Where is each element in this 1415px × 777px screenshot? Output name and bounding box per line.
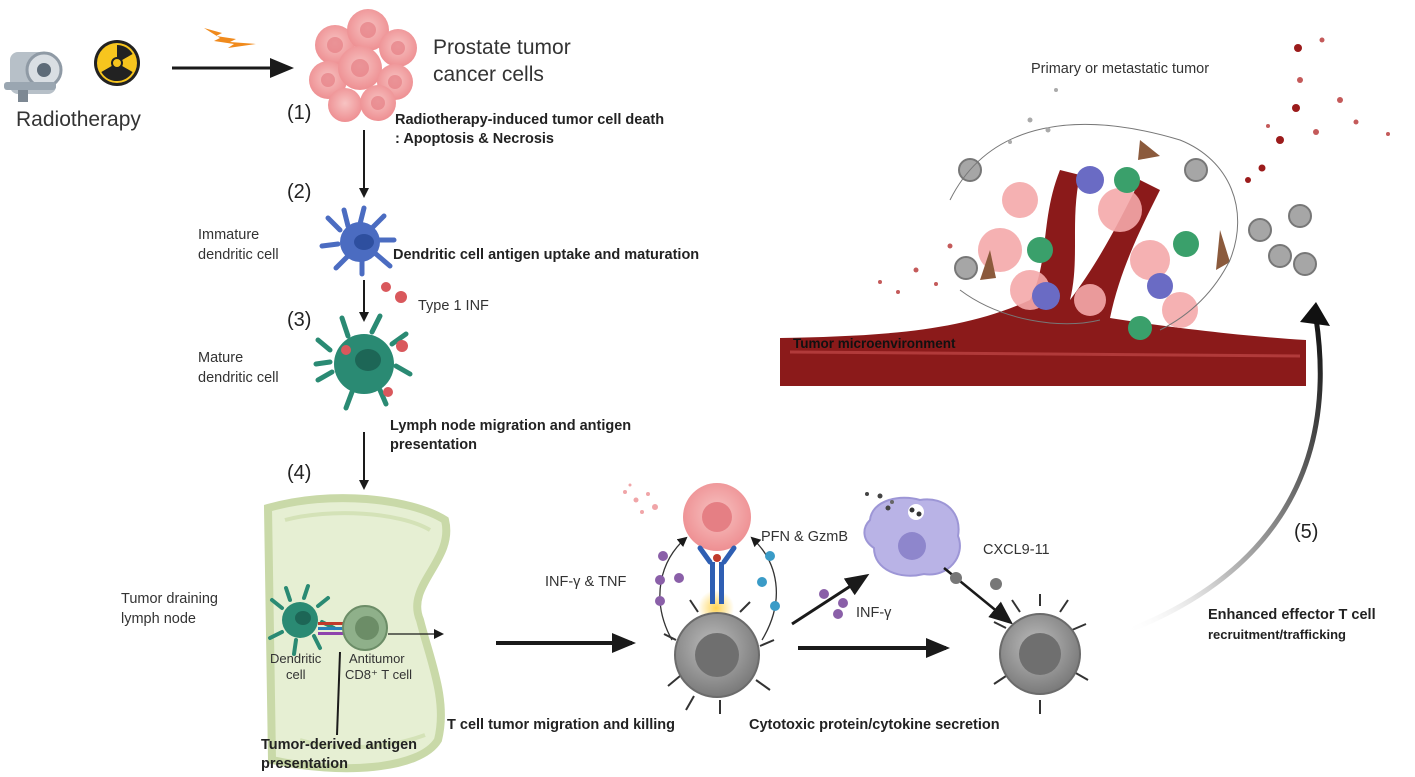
mature-dc-line2: dendritic cell	[198, 370, 279, 386]
immature-dendritic-cell	[319, 205, 397, 277]
arrow-to-macrophage	[791, 573, 870, 626]
tme-tumor-cells	[978, 182, 1198, 328]
prostate-tumor-cells	[309, 9, 417, 122]
lymph-cd8-t-cell	[342, 605, 388, 651]
enhanced-label-line1: Enhanced effector T cell	[1208, 607, 1376, 623]
inf-g-dots	[819, 589, 848, 619]
tda-label-line2: presentation	[261, 756, 349, 772]
step-1-label: (1)	[287, 102, 312, 124]
lymph-dc-label-line2: cell	[286, 667, 306, 682]
cytokine-cycle-right	[750, 536, 777, 641]
pfn-gzmb-dots	[757, 551, 780, 611]
antigen-tcr-contact	[318, 622, 344, 635]
step-3-label: (3)	[287, 309, 312, 331]
inf-g-label: INF-γ	[856, 605, 892, 621]
radiation-icon	[94, 40, 140, 86]
death-label-line1: Radiotherapy-induced tumor cell death	[395, 112, 665, 128]
tumor-title-line1: Prostate tumor	[433, 36, 571, 59]
lymph-dc-label-line1: Dendritic	[270, 651, 322, 666]
type1-inf-dots	[381, 282, 407, 303]
step-5-label: (5)	[1294, 521, 1319, 543]
immature-dc-line1: Immature	[198, 227, 260, 243]
primary-tumor-label: Primary or metastatic tumor	[1031, 61, 1210, 77]
killing-t-cell	[663, 599, 775, 714]
tme-immune-cells	[954, 140, 1317, 340]
mature-dc-line1: Mature	[198, 350, 244, 366]
cxcl-label: CXCL9-11	[983, 542, 1050, 558]
inf-tnf-dots	[655, 551, 684, 606]
step-4-label: (4)	[287, 462, 312, 484]
pfn-gzmb-label: PFN & GzmB	[761, 529, 849, 545]
immature-dc-line2: dendritic cell	[198, 247, 279, 263]
recruitment-arrow-head	[1300, 302, 1330, 326]
uptake-label: Dendritic cell antigen uptake and matura…	[393, 247, 700, 263]
ct-scanner-icon	[4, 51, 63, 102]
tcr-receptor	[697, 545, 737, 604]
lightning-icon	[204, 28, 256, 48]
step-2-label: (2)	[287, 181, 312, 203]
enhanced-label-line2: recruitment/trafficking	[1208, 627, 1346, 642]
draining-node-line1: Tumor draining	[121, 591, 218, 607]
tme-label: Tumor microenvironment	[793, 336, 956, 351]
inf-tnf-label: INF-γ & TNF	[545, 574, 627, 590]
draining-node-line2: lymph node	[121, 611, 196, 627]
lymph-tcell-label-line2: CD8⁺ T cell	[345, 667, 413, 682]
recruitment-arrow	[1124, 317, 1323, 635]
tme-fibers	[949, 124, 1239, 331]
tumor-title-line2: cancer cells	[433, 63, 544, 86]
tda-pointer-line	[336, 651, 341, 736]
tme-particles	[878, 37, 1390, 294]
tda-label-line1: Tumor-derived antigen	[261, 737, 418, 753]
effector-t-cell	[993, 594, 1089, 714]
mature-dendritic-cell	[313, 313, 413, 411]
lymph-tcell-label-line1: Antitumor	[349, 651, 405, 666]
killing-tumor-cell	[683, 483, 751, 551]
death-label-line2: : Apoptosis & Necrosis	[395, 131, 554, 147]
lymph-migration-line1: Lymph node migration and antigen	[390, 418, 632, 434]
type1-inf-label: Type 1 INF	[418, 298, 489, 314]
cxcl-dots	[950, 572, 1002, 590]
macrophage-cell	[863, 492, 961, 577]
cytotoxic-label: Cytotoxic protein/cytokine secretion	[749, 717, 1000, 733]
tcell-migration-label: T cell tumor migration and killing	[447, 717, 675, 733]
lymph-migration-line2: presentation	[390, 437, 478, 453]
radiotherapy-label: Radiotherapy	[16, 108, 141, 131]
debris-dots	[623, 483, 658, 514]
